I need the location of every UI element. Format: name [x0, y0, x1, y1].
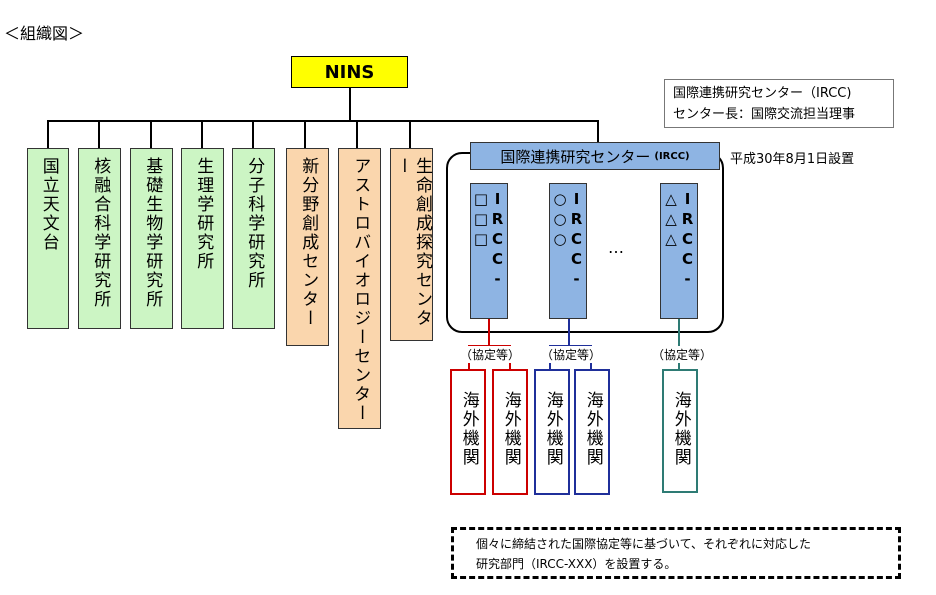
center-label: 新分野創成センター: [298, 157, 319, 328]
institute-label: 国立天文台: [38, 157, 59, 252]
institute-box: 基礎生物学研究所: [130, 148, 173, 329]
center-box: 新分野創成センター: [286, 148, 329, 346]
page-title: ＜組織図＞: [4, 24, 85, 43]
ircc-division-box: IRCC-△△△: [660, 183, 698, 319]
ircc-established: 平成30年8月1日設置: [730, 152, 855, 167]
overseas-label: 海外機関: [542, 391, 563, 467]
connector-line: [349, 88, 351, 121]
connector-line: [597, 120, 599, 142]
overseas-box: 海外機関: [534, 369, 570, 495]
center-box: アストロバイオロジーセンター: [338, 148, 381, 429]
connector-line: [98, 120, 100, 148]
connector-line: [201, 120, 203, 148]
overseas-box: 海外機関: [492, 369, 528, 495]
institute-label: 核融合科学研究所: [90, 157, 111, 309]
institute-box: 国立天文台: [27, 148, 69, 329]
connector-line: [47, 120, 49, 148]
agreement-label: （協定等）: [651, 346, 714, 363]
institute-box: 核融合科学研究所: [78, 148, 121, 329]
ircc-title: 国際連携研究センター: [500, 147, 651, 166]
ircc-note-line: センター長：国際交流担当理事: [673, 107, 856, 122]
center-box: 生命創成探究センター: [390, 148, 433, 341]
overseas-label: 海外機関: [500, 391, 521, 467]
overseas-label: 海外機関: [582, 391, 603, 467]
agreement-line-blue: [568, 319, 570, 346]
agreement-line-red: [488, 319, 490, 346]
ircc-division-label: IRCC-○○○: [551, 190, 586, 290]
institute-label: 分子科学研究所: [244, 157, 265, 290]
connector-line: [252, 120, 254, 148]
agreement-line-teal: [678, 319, 680, 369]
footnote-line: 研究部門（IRCC-XXX）を設置する。: [476, 557, 677, 571]
agreement-label: （協定等）: [459, 346, 522, 363]
nins-box: NINS: [291, 56, 408, 88]
connector-line: [47, 120, 599, 122]
overseas-label: 海外機関: [458, 391, 479, 467]
ellipsis: …: [608, 238, 624, 257]
institute-box: 生理学研究所: [181, 148, 224, 329]
overseas-box: 海外機関: [450, 369, 486, 495]
connector-line: [150, 120, 152, 148]
institute-label: 生理学研究所: [193, 157, 214, 271]
center-label: アストロバイオロジーセンター: [350, 157, 371, 423]
ircc-title-box: 国際連携研究センター (IRCC): [470, 142, 720, 170]
overseas-box: 海外機関: [662, 369, 698, 493]
footnote-box: 個々に締結された国際協定等に基づいて、それぞれに対応した 研究部門（IRCC-X…: [451, 527, 901, 579]
connector-line: [304, 120, 306, 148]
center-label: 生命創成探究センター: [392, 157, 433, 328]
overseas-box: 海外機関: [574, 369, 610, 495]
connector-line: [409, 120, 411, 148]
institute-box: 分子科学研究所: [232, 148, 275, 329]
footnote-line: 個々に締結された国際協定等に基づいて、それぞれに対応した: [476, 537, 812, 551]
ircc-note-line: 国際連携研究センター（IRCC): [673, 86, 852, 101]
connector-line: [356, 120, 358, 148]
ircc-division-box: IRCC-□□□: [470, 183, 508, 319]
institute-label: 基礎生物学研究所: [142, 157, 163, 309]
ircc-division-label: IRCC-□□□: [472, 190, 507, 290]
overseas-label: 海外機関: [670, 391, 691, 467]
ircc-note-box: 国際連携研究センター（IRCC) センター長：国際交流担当理事: [664, 79, 894, 128]
nins-label: NINS: [324, 61, 375, 83]
agreement-label: （協定等）: [540, 346, 603, 363]
ircc-title-abbr: (IRCC): [654, 150, 690, 162]
ircc-division-box: IRCC-○○○: [549, 183, 587, 319]
ircc-division-label: IRCC-△△△: [662, 190, 697, 290]
